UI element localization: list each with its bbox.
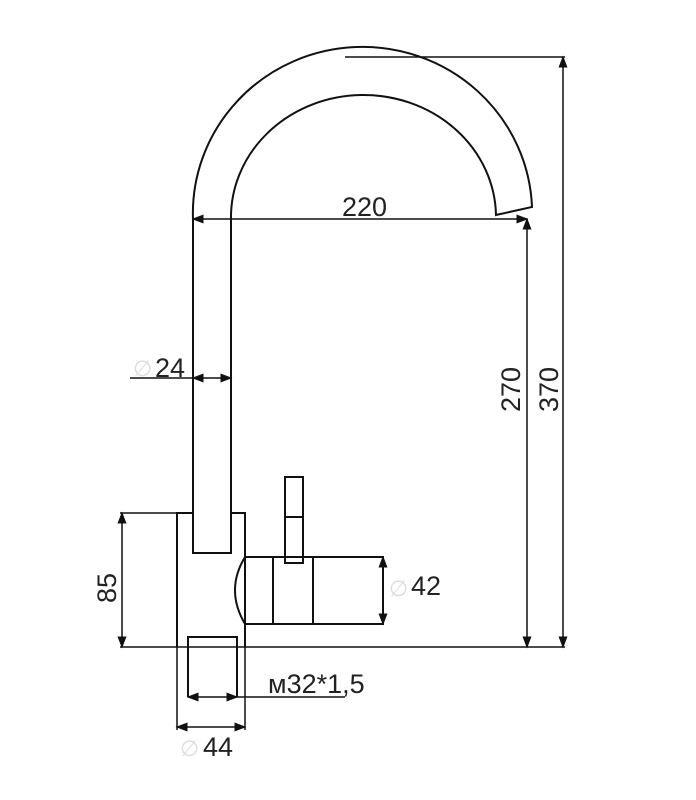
total-height-label: 370	[534, 367, 564, 412]
body-height-label: 85	[92, 573, 122, 603]
diameter-icon: ∅	[389, 577, 408, 602]
spout-height-label: 270	[496, 367, 526, 412]
base-diameter-label: 44	[203, 732, 233, 762]
pipe-diameter-label: 24	[155, 353, 185, 383]
diameter-icon: ∅	[180, 737, 199, 762]
spout-reach-label: 220	[342, 192, 387, 222]
diameter-icon: ∅	[133, 357, 152, 382]
dimension-lines	[117, 55, 568, 732]
thread-label: м32*1,5	[268, 669, 365, 699]
handle-diameter-label: 42	[411, 571, 441, 601]
faucet-outline	[176, 45, 534, 697]
